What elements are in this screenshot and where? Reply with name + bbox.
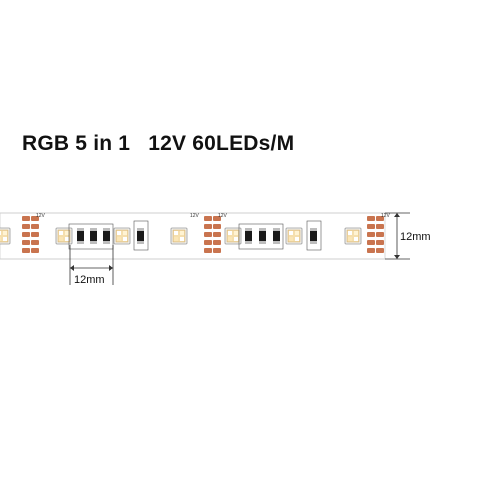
solder-pad: [213, 224, 221, 229]
led-die: [348, 237, 352, 241]
component-outline: [133, 220, 149, 251]
solder-pad: [376, 248, 384, 253]
resistor-cap: [103, 228, 110, 231]
solder-pad: [204, 248, 212, 253]
solder-pad: [376, 224, 384, 229]
solder-pad: [367, 232, 375, 237]
solder-pad: [31, 248, 39, 253]
led-die: [123, 231, 127, 235]
led-die: [234, 237, 238, 241]
resistor: [103, 228, 110, 244]
led-die: [289, 231, 293, 235]
solder-pad: [213, 240, 221, 245]
resistor-cap: [245, 228, 252, 231]
resistor-cap: [137, 228, 144, 231]
led-die: [3, 231, 7, 235]
product-title: RGB 5 in 1 12V 60LEDs/M: [22, 132, 295, 155]
pad-voltage-label: 12V: [218, 213, 228, 219]
solder-pad: [204, 240, 212, 245]
solder-pad: [376, 216, 384, 221]
pad-voltage-label: 12V: [36, 213, 46, 219]
led-die: [180, 231, 184, 235]
resistor-cap: [273, 241, 280, 244]
resistor: [137, 228, 144, 244]
solder-pad: [22, 224, 30, 229]
resistor: [90, 228, 97, 244]
component-outline: [68, 223, 114, 250]
led-die: [174, 231, 178, 235]
solder-pad: [367, 240, 375, 245]
resistor-cap: [90, 228, 97, 231]
solder-pad: [31, 216, 39, 221]
width-label: 12mm: [400, 231, 431, 243]
resistor-cap: [310, 228, 317, 231]
solder-pad: [213, 248, 221, 253]
resistor: [259, 228, 266, 244]
led-die: [3, 237, 7, 241]
led-die: [354, 237, 358, 241]
solder-pad: [204, 224, 212, 229]
solder-pad: [376, 232, 384, 237]
solder-pad: [204, 232, 212, 237]
solder-pad: [31, 240, 39, 245]
resistor-cap: [90, 241, 97, 244]
led-die: [289, 237, 293, 241]
solder-pad: [22, 232, 30, 237]
led-die: [65, 237, 69, 241]
led-die: [234, 231, 238, 235]
led-die: [117, 231, 121, 235]
resistor-cap: [77, 228, 84, 231]
resistor-cap: [77, 241, 84, 244]
led-die: [228, 237, 232, 241]
led-die: [354, 231, 358, 235]
resistor-cap: [137, 241, 144, 244]
resistor: [77, 228, 84, 244]
solder-pad: [367, 216, 375, 221]
led-die: [0, 231, 1, 235]
led-die: [59, 231, 63, 235]
pitch-label: 12mm: [74, 274, 105, 286]
component-outline: [238, 223, 284, 250]
led-die: [65, 231, 69, 235]
solder-pad: [31, 232, 39, 237]
resistor: [245, 228, 252, 244]
solder-pad: [213, 232, 221, 237]
solder-pad: [367, 224, 375, 229]
resistor: [273, 228, 280, 244]
solder-pad: [22, 216, 30, 221]
pad-voltage-label: 12V: [190, 213, 200, 219]
resistor-cap: [103, 241, 110, 244]
solder-pad: [204, 216, 212, 221]
resistor-cap: [259, 241, 266, 244]
led-die: [295, 231, 299, 235]
resistor-cap: [273, 228, 280, 231]
resistor-cap: [310, 241, 317, 244]
led-die: [295, 237, 299, 241]
solder-pad: [367, 248, 375, 253]
solder-pad: [22, 248, 30, 253]
led-die: [117, 237, 121, 241]
resistor-cap: [259, 228, 266, 231]
led-die: [0, 237, 1, 241]
solder-pad: [376, 240, 384, 245]
width-dimension: 12mm: [385, 212, 431, 260]
led-die: [59, 237, 63, 241]
led-die: [348, 231, 352, 235]
led-die: [180, 237, 184, 241]
pad-voltage-label: 12V: [381, 213, 391, 219]
led-lens: [0, 229, 9, 243]
resistor-cap: [245, 241, 252, 244]
led-die: [174, 237, 178, 241]
solder-pad: [213, 216, 221, 221]
pitch-dimension: 12mm: [69, 245, 114, 286]
solder-pad: [31, 224, 39, 229]
led-die: [123, 237, 127, 241]
solder-pad: [22, 240, 30, 245]
resistor: [310, 228, 317, 244]
led-die: [228, 231, 232, 235]
component-outline: [306, 220, 322, 251]
